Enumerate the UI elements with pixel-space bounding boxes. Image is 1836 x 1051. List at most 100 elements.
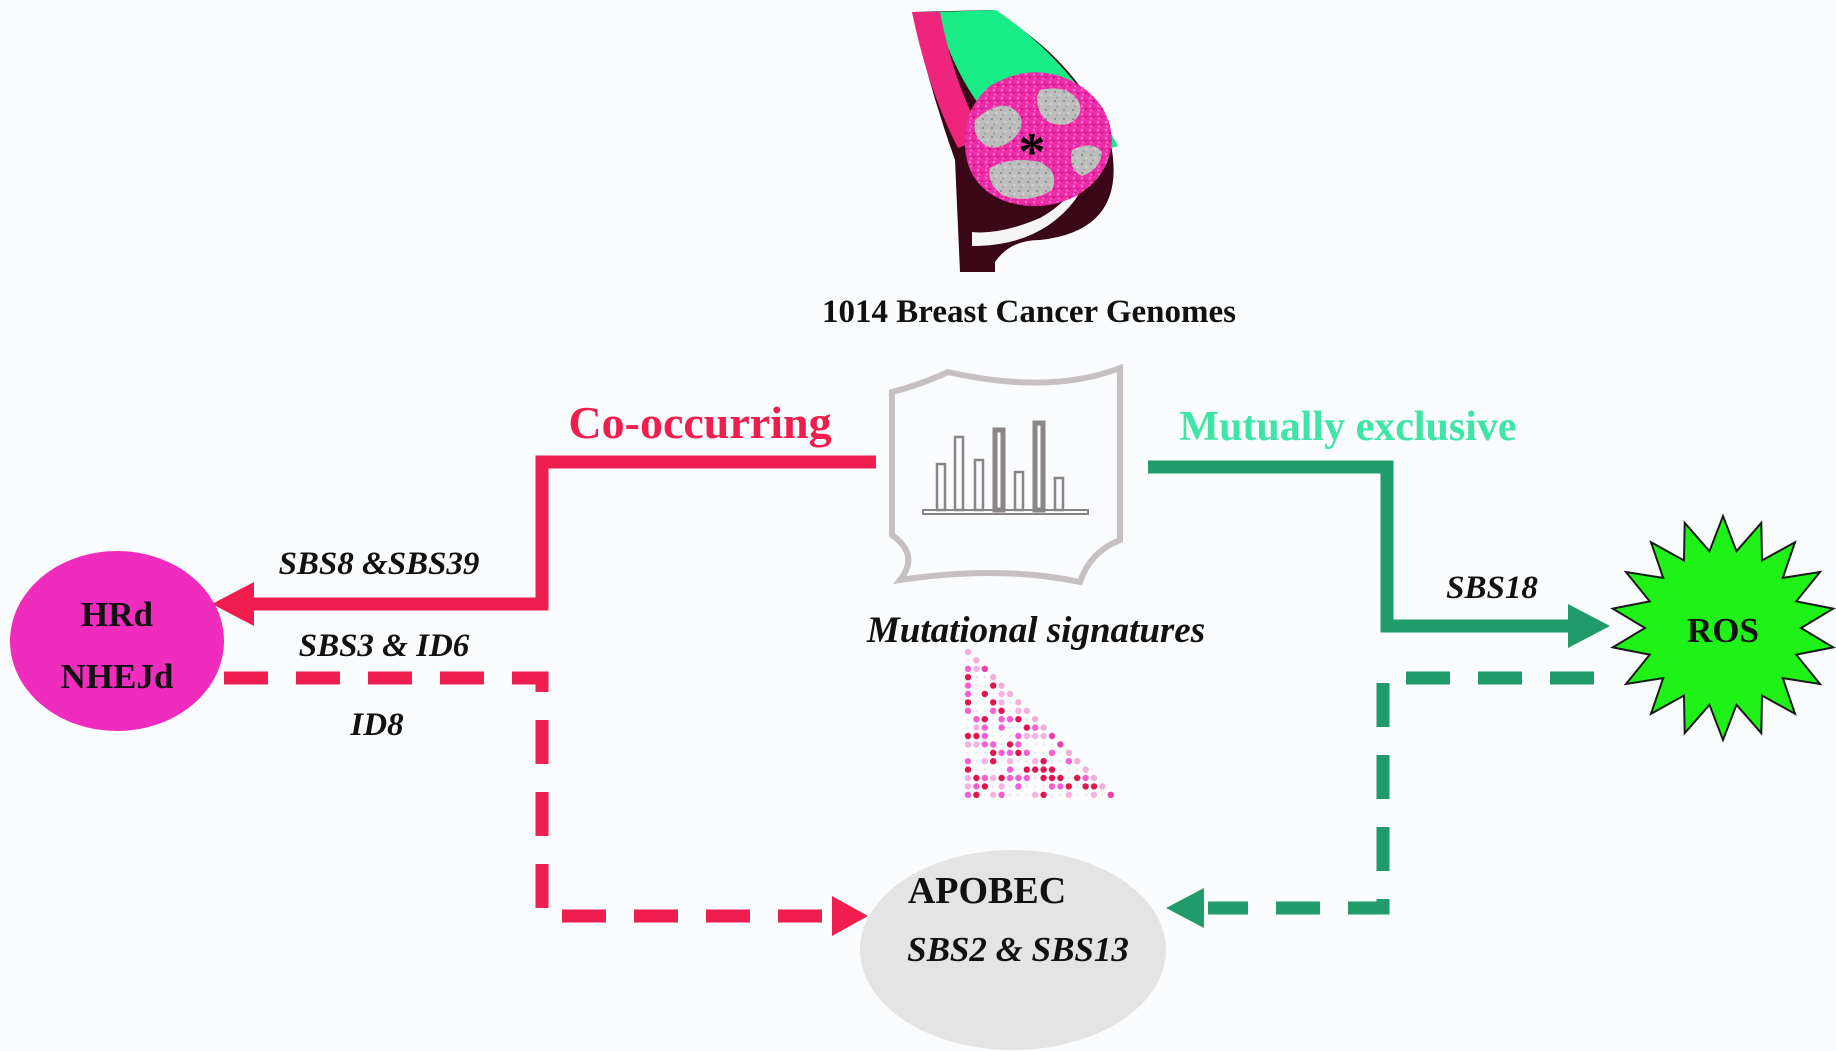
apobec-signatures: SBS2 & SBS13 (907, 930, 1129, 969)
matrix-dot (1000, 734, 1003, 738)
matrix-dot (1032, 724, 1039, 731)
matrix-dot (998, 724, 1005, 731)
matrix-dot (981, 665, 988, 672)
matrix-dot (1008, 726, 1012, 729)
matrix-dot (975, 760, 978, 763)
matrix-dot (998, 783, 1005, 790)
matrix-dot (998, 707, 1005, 714)
matrix-dot (998, 774, 1005, 782)
matrix-dot (1099, 783, 1106, 790)
matrix-dot (973, 716, 980, 723)
matrix-dot (1032, 766, 1039, 773)
apobec-label: APOBEC (908, 870, 1066, 912)
matrix-dot (1040, 791, 1047, 798)
matrix-dot (1090, 774, 1098, 782)
matrix-dot (964, 665, 972, 672)
matrix-dot (1032, 758, 1039, 765)
matrix-dot (1008, 793, 1012, 796)
edge-label-sbs3-id6: SBS3 & ID6 (299, 628, 470, 664)
matrix-dot (1006, 749, 1014, 756)
matrix-dot (973, 732, 980, 740)
matrix-dot (966, 718, 970, 721)
matrix-dot (973, 657, 980, 664)
matrix-dot (964, 690, 972, 698)
matrix-dot (975, 709, 978, 712)
matrix-dot (1034, 751, 1037, 754)
matrix-dot (1015, 732, 1022, 740)
matrix-dot (1025, 785, 1029, 788)
matrix-dot (1032, 716, 1039, 723)
matrix-dot (983, 793, 986, 796)
matrix-dot (992, 718, 995, 721)
co-occurring-branch (212, 455, 876, 936)
matrix-dot (964, 758, 972, 765)
matrix-dot (1059, 751, 1062, 754)
matrix-dot (1023, 707, 1030, 714)
matrix-dot (1017, 760, 1020, 763)
matrix-dot (1023, 732, 1030, 740)
matrix-dot (990, 749, 997, 756)
matrix-dot (1040, 732, 1047, 740)
tumor-marker: * (1019, 122, 1046, 182)
matrix-dot (973, 783, 980, 790)
matrix-dot (964, 682, 972, 689)
matrix-dot (1048, 783, 1056, 790)
matrix-dot (1006, 716, 1014, 723)
matrix-dot (966, 751, 970, 754)
matrix-dot (1023, 774, 1030, 782)
matrix-dot (990, 682, 997, 689)
matrix-dot (1065, 758, 1073, 765)
matrix-dot (975, 701, 978, 704)
edge-label-id8: ID8 (349, 707, 403, 743)
matrix-dot (1048, 774, 1056, 782)
matrix-dot (964, 774, 972, 782)
matrix-dot (1050, 793, 1054, 796)
edge-label-sbs18: SBS18 (1446, 570, 1538, 606)
matrix-dot (1025, 793, 1029, 796)
matrix-dot (964, 791, 972, 798)
matrix-dot (973, 791, 980, 798)
matrix-dot (1090, 791, 1098, 798)
matrix-dot (992, 726, 995, 729)
matrix-dot (983, 751, 986, 754)
matrix-dot (975, 684, 978, 687)
matrix-dot (1006, 774, 1014, 782)
edge-label-sbs8-sbs39: SBS8 &SBS39 (279, 546, 480, 582)
matrix-dot (1076, 785, 1079, 788)
matrix-dot (1065, 791, 1073, 798)
matrix-dot (981, 774, 988, 782)
correlation-matrix-icon (964, 648, 1115, 798)
matrix-dot (1017, 768, 1020, 771)
matrix-dot (998, 699, 1005, 706)
matrix-dot (1015, 741, 1022, 748)
matrix-dot (1048, 749, 1056, 756)
matrix-dot (1074, 758, 1081, 765)
matrix-dot (992, 785, 995, 788)
matrix-dot (1040, 758, 1047, 765)
matrix-dot (973, 665, 980, 672)
matrix-dot (1034, 776, 1037, 780)
matrix-dot (1015, 707, 1022, 714)
matrix-dot (1023, 724, 1030, 731)
matrix-dot (1059, 760, 1062, 763)
matrix-dot (990, 741, 997, 748)
matrix-dot (964, 699, 972, 706)
matrix-dot (1076, 793, 1079, 796)
matrix-dot (973, 724, 980, 731)
matrix-dot (983, 768, 986, 771)
matrix-dot (1025, 760, 1029, 763)
matrix-dot (998, 749, 1005, 756)
matrix-dot (981, 724, 988, 731)
matrix-dot (998, 716, 1005, 723)
matrix-dot (990, 774, 997, 782)
figure-title: 1014 Breast Cancer Genomes (822, 294, 1236, 330)
matrix-dot (992, 692, 995, 696)
matrix-dot (1082, 766, 1089, 773)
matrix-dot (998, 690, 1005, 698)
matrix-dot (1006, 766, 1014, 773)
matrix-dot (1023, 749, 1030, 756)
matrix-dot (981, 758, 988, 765)
matrix-dot (1015, 774, 1022, 782)
matrix-dot (964, 648, 972, 656)
matrix-dot (1006, 741, 1014, 748)
